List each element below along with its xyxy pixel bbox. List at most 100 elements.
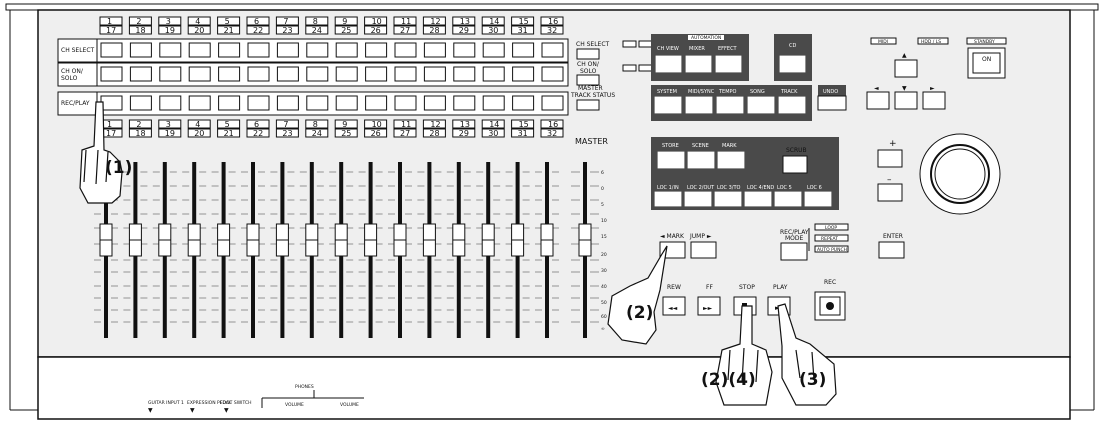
channel-number: 8 (313, 120, 318, 129)
undo-button[interactable] (817, 95, 847, 111)
channel-number: 22 (253, 129, 263, 138)
rec-play-button[interactable] (159, 95, 182, 111)
rec-play-button[interactable] (482, 95, 505, 111)
ch-select-side-button[interactable] (576, 48, 600, 60)
ch-select-button[interactable] (394, 42, 417, 58)
ch-on-solo-button[interactable] (423, 66, 446, 82)
ch-on-solo-button[interactable] (394, 66, 417, 82)
scrub-button[interactable] (782, 155, 808, 174)
ch-on-solo-button[interactable] (188, 66, 211, 82)
jump-label: JUMP ► (689, 233, 712, 240)
channel-number: 16 (548, 17, 558, 26)
up-button[interactable] (894, 59, 918, 78)
mode-button[interactable] (778, 96, 806, 114)
right-button[interactable] (922, 91, 946, 110)
mode-button[interactable] (747, 96, 775, 114)
mode-button[interactable] (716, 96, 744, 114)
ch-select-button[interactable] (247, 42, 270, 58)
store-button[interactable] (687, 151, 715, 169)
ch-select-button[interactable] (159, 42, 182, 58)
ch-select-button[interactable] (306, 42, 329, 58)
rec-play-button[interactable] (453, 95, 476, 111)
down-button[interactable] (894, 91, 918, 110)
rec-play-button[interactable] (129, 95, 152, 111)
ch-on-solo-button[interactable] (482, 66, 505, 82)
ch-select-button[interactable] (482, 42, 505, 58)
jump-right-button[interactable] (690, 241, 717, 259)
ch-on-solo-label-2: SOLO (61, 75, 78, 82)
enter-button[interactable] (878, 241, 905, 259)
rec-play-button[interactable] (335, 95, 358, 111)
channel-number-box (217, 119, 241, 129)
ch-select-button[interactable] (365, 42, 388, 58)
select-led-2 (638, 40, 653, 48)
channel-number-box (540, 16, 564, 26)
ch-on-solo-button[interactable] (306, 66, 329, 82)
store-button[interactable] (717, 151, 745, 169)
rec-play-button[interactable] (188, 95, 211, 111)
ch-select-button[interactable] (188, 42, 211, 58)
ch-select-button[interactable] (335, 42, 358, 58)
mixer-button[interactable] (685, 55, 712, 73)
loc-button[interactable] (744, 191, 772, 207)
ch-on-solo-side-button[interactable] (576, 74, 600, 86)
ch-on-solo-button[interactable] (365, 66, 388, 82)
rec-play-button[interactable] (394, 95, 417, 111)
mode-button[interactable] (654, 96, 682, 114)
rec-play-button[interactable] (218, 95, 241, 111)
rec-play-button[interactable] (276, 95, 299, 111)
ch-on-solo-button[interactable] (159, 66, 182, 82)
ch-on-solo-button[interactable] (247, 66, 270, 82)
channel-number-box (275, 16, 299, 26)
minus-button[interactable] (877, 183, 903, 202)
ch-select-button[interactable] (276, 42, 299, 58)
ch-on-solo-button[interactable] (512, 66, 535, 82)
jack-expression: EXPRESSION PEDAL (187, 400, 232, 406)
rec-play-button[interactable] (541, 95, 564, 111)
ch-select-button[interactable] (423, 42, 446, 58)
ff-button[interactable] (697, 296, 721, 316)
rec-play-mode-button[interactable] (780, 242, 808, 261)
ch-select-button[interactable] (541, 42, 564, 58)
rew-label: REW (667, 284, 681, 291)
left-button[interactable] (866, 91, 890, 110)
ch-on-solo-button[interactable] (276, 66, 299, 82)
track-status-button[interactable] (576, 99, 600, 111)
store-label: MARK (722, 143, 737, 149)
mode-button[interactable] (685, 96, 713, 114)
ch-on-solo-button[interactable] (453, 66, 476, 82)
channel-number: 28 (429, 129, 439, 138)
ch-on-solo-button[interactable] (129, 66, 152, 82)
rec-play-button[interactable] (423, 95, 446, 111)
rec-play-button[interactable] (512, 95, 535, 111)
loc-button[interactable] (774, 191, 802, 207)
effect-button[interactable] (715, 55, 742, 73)
ch-on-solo-button[interactable] (218, 66, 241, 82)
jog-dial[interactable] (930, 144, 990, 204)
rec-play-button[interactable] (306, 95, 329, 111)
rec-play-button[interactable] (247, 95, 270, 111)
ch-view-button[interactable] (655, 55, 682, 73)
loc-button[interactable] (804, 191, 832, 207)
cd-button[interactable] (779, 55, 806, 73)
track-status-label-2: TRACK STATUS (570, 92, 615, 99)
ch-select-button[interactable] (512, 42, 535, 58)
loc-button[interactable] (654, 191, 682, 207)
rec-play-button[interactable] (365, 95, 388, 111)
store-button[interactable] (657, 151, 685, 169)
loc-button[interactable] (714, 191, 742, 207)
plus-button[interactable] (877, 149, 903, 168)
channel-number: 21 (224, 129, 234, 138)
ch-on-solo-button[interactable] (100, 66, 123, 82)
ch-select-button[interactable] (100, 42, 123, 58)
loc-button[interactable] (684, 191, 712, 207)
loc-label: LOC 2/OUT (687, 185, 715, 191)
channel-number: 32 (547, 26, 557, 35)
ch-on-solo-button[interactable] (541, 66, 564, 82)
rec-play-button[interactable] (100, 95, 123, 111)
ch-select-button[interactable] (218, 42, 241, 58)
ch-select-button[interactable] (129, 42, 152, 58)
ch-on-solo-button[interactable] (335, 66, 358, 82)
ch-select-button[interactable] (453, 42, 476, 58)
rew-button[interactable] (662, 296, 686, 316)
